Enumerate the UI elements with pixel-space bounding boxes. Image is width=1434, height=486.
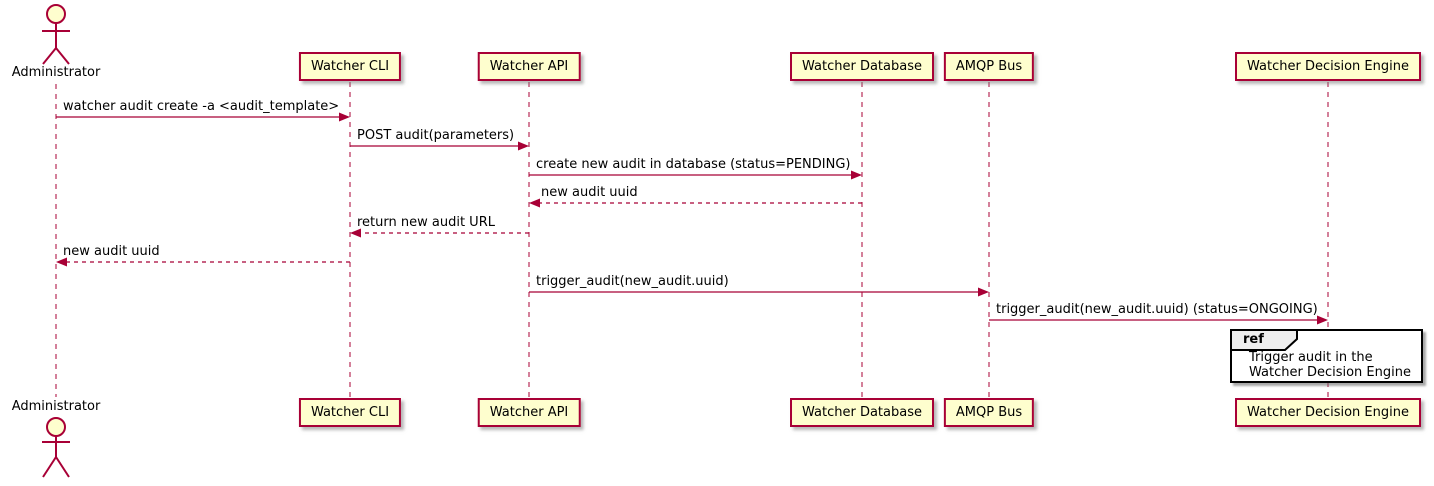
- participant-box-watcher-cli-bottom: Watcher CLI: [298, 398, 402, 427]
- participant-box-watcher-database-bottom: Watcher Database: [790, 398, 934, 427]
- participant-box-amqp-bus-top: AMQP Bus: [943, 52, 1035, 81]
- participant-box-watcher-api-top: Watcher API: [477, 52, 581, 81]
- message-arrow-8: [989, 315, 1328, 325]
- participant-box-watcher-api-bottom: Watcher API: [477, 398, 581, 427]
- ref-keyword: ref: [1243, 332, 1264, 347]
- ref-text-line1: Trigger audit in the: [1249, 350, 1373, 365]
- participant-box-watcher-database-top: Watcher Database: [790, 52, 934, 81]
- message-label-2: POST audit(parameters): [357, 128, 515, 143]
- actor-icon: [42, 417, 70, 478]
- ref-text-line2: Watcher Decision Engine: [1249, 365, 1411, 380]
- message-label-7: trigger_audit(new_audit.uuid): [536, 274, 729, 289]
- message-label-3: create new audit in database (status=PEN…: [536, 157, 851, 172]
- message-label-1: watcher audit create -a <audit_template>: [63, 99, 340, 114]
- participant-box-watcher-cli-top: Watcher CLI: [298, 52, 402, 81]
- message-label-5: return new audit URL: [357, 215, 495, 230]
- message-arrow-2: [350, 141, 529, 151]
- message-arrow-4: [529, 198, 862, 208]
- message-label-4: new audit uuid: [541, 185, 638, 200]
- actor-icon: [42, 4, 70, 65]
- message-arrow-5: [350, 228, 529, 238]
- message-arrow-1: [56, 112, 350, 122]
- message-arrow-7: [529, 287, 989, 297]
- participant-box-watcher-decision-engine-bottom: Watcher Decision Engine: [1235, 398, 1421, 427]
- actor-label-administrator-top: Administrator: [11, 65, 101, 80]
- message-label-8: trigger_audit(new_audit.uuid) (status=ON…: [996, 302, 1318, 317]
- actor-label-administrator-bottom: Administrator: [11, 399, 101, 414]
- message-label-6: new audit uuid: [63, 244, 160, 259]
- message-arrow-3: [529, 170, 862, 180]
- ref-header-pentagon: [1230, 329, 1298, 351]
- message-arrow-6: [56, 257, 350, 267]
- ref-fragment: ref Trigger audit in the Watcher Decisio…: [1230, 329, 1423, 383]
- participant-box-watcher-decision-engine-top: Watcher Decision Engine: [1235, 52, 1421, 81]
- participant-box-amqp-bus-bottom: AMQP Bus: [943, 398, 1035, 427]
